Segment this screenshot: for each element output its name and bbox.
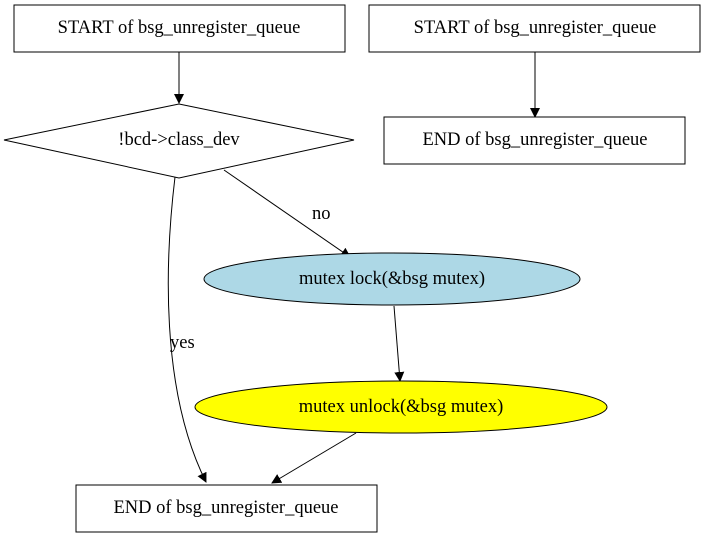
node-start2-label: START of bsg_unregister_queue — [414, 18, 657, 38]
edge-label-yes: yes — [170, 333, 195, 353]
edge-lock-unlock — [393, 305, 405, 382]
edge-label-no: no — [312, 204, 331, 224]
node-end1-label: END of bsg_unregister_queue — [113, 498, 338, 518]
node-condition-label: !bcd->class_dev — [118, 130, 240, 150]
node-mutex-unlock-label: mutex unlock(&bsg mutex) — [299, 397, 504, 417]
node-mutex-lock-label: mutex lock(&bsg mutex) — [299, 269, 485, 289]
node-end1: END of bsg_unregister_queue — [75, 484, 378, 533]
edges: no yes — [167, 52, 540, 484]
node-start2: START of bsg_unregister_queue — [368, 4, 701, 53]
edge-unlock-end1 — [271, 432, 357, 484]
node-mutex-lock: mutex lock(&bsg mutex) — [203, 252, 581, 306]
node-end2: END of bsg_unregister_queue — [383, 116, 686, 165]
node-start1-label: START of bsg_unregister_queue — [58, 18, 301, 38]
edge-cond-end1 — [167, 176, 207, 483]
node-end2-label: END of bsg_unregister_queue — [422, 130, 647, 150]
node-start1: START of bsg_unregister_queue — [13, 4, 346, 53]
node-condition: !bcd->class_dev — [3, 103, 355, 179]
node-mutex-unlock: mutex unlock(&bsg mutex) — [194, 380, 608, 434]
edge-cond-lock — [223, 169, 351, 258]
